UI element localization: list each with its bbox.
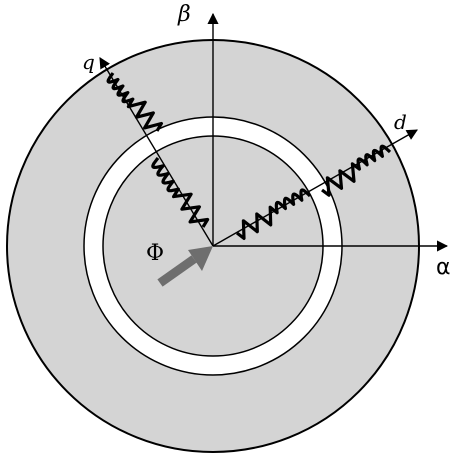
q-axis-label: q <box>82 50 95 74</box>
beta-axis-label: β <box>178 2 191 27</box>
flux-label: Φ <box>146 241 165 266</box>
d-axis <box>212 129 418 247</box>
alpha-axis-label: α <box>436 255 451 280</box>
rotor-d-winding <box>236 188 312 240</box>
stator-q-winding <box>106 72 163 132</box>
d-axis-label: d <box>394 110 407 134</box>
stator-d-winding <box>321 144 392 197</box>
rotor-q-winding <box>151 157 210 228</box>
windings <box>106 72 392 240</box>
flux-arrow <box>157 246 213 287</box>
